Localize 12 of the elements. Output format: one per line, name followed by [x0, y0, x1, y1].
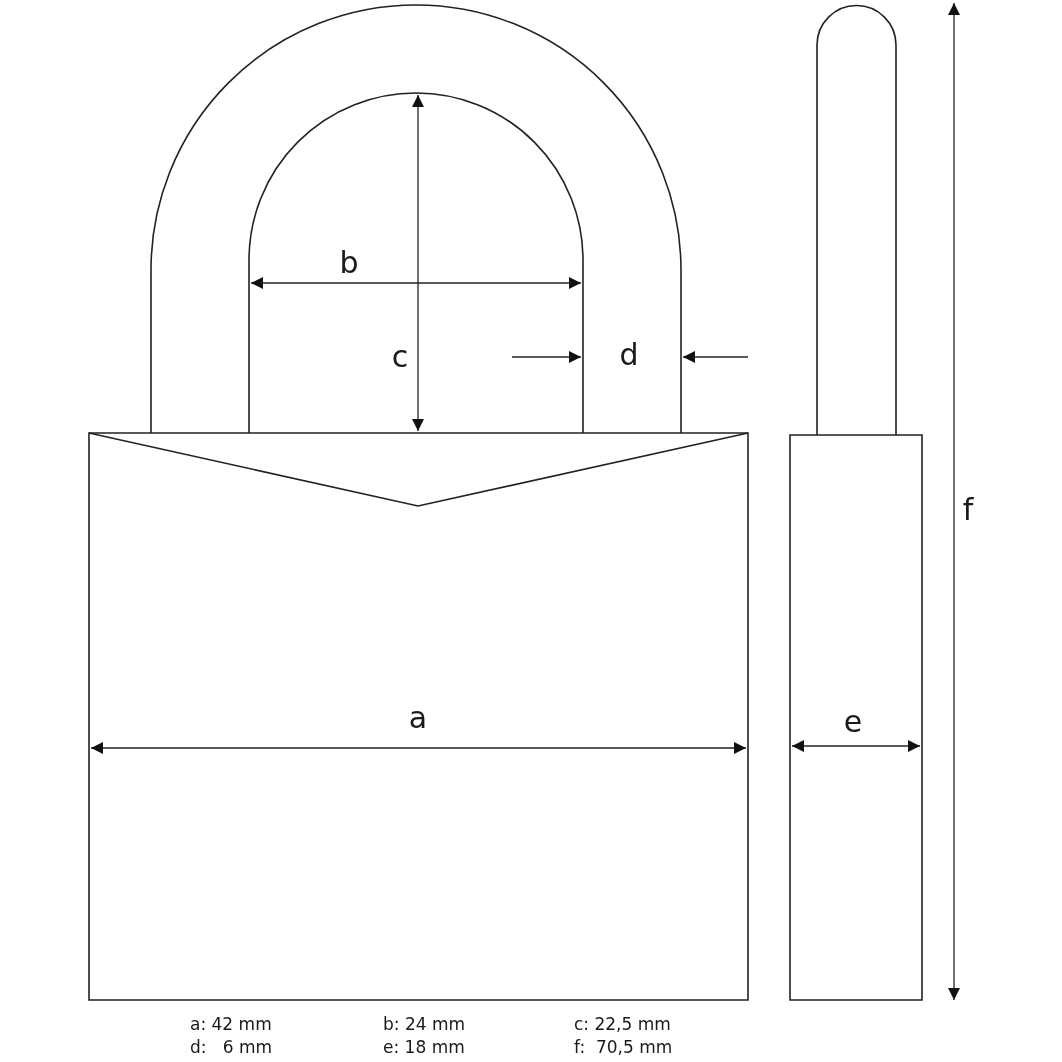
dimension-value: e: 18 mm — [383, 1039, 465, 1056]
dimension-letter: d — [619, 340, 639, 370]
dimension-letter: e — [843, 707, 863, 737]
dimension-letter: c — [391, 342, 409, 372]
dimension-letter: a — [408, 703, 428, 733]
dimension-value: b: 24 mm — [383, 1016, 466, 1033]
dimension-letter: f — [962, 495, 974, 525]
dimension-value: a: 42 mm — [190, 1016, 272, 1033]
dimension-letter: b — [339, 248, 359, 278]
dimension-value: c: 22,5 mm — [574, 1016, 671, 1033]
dimension-value: d: 6 mm — [190, 1039, 273, 1056]
dimension-value: f: 70,5 mm — [574, 1039, 673, 1056]
